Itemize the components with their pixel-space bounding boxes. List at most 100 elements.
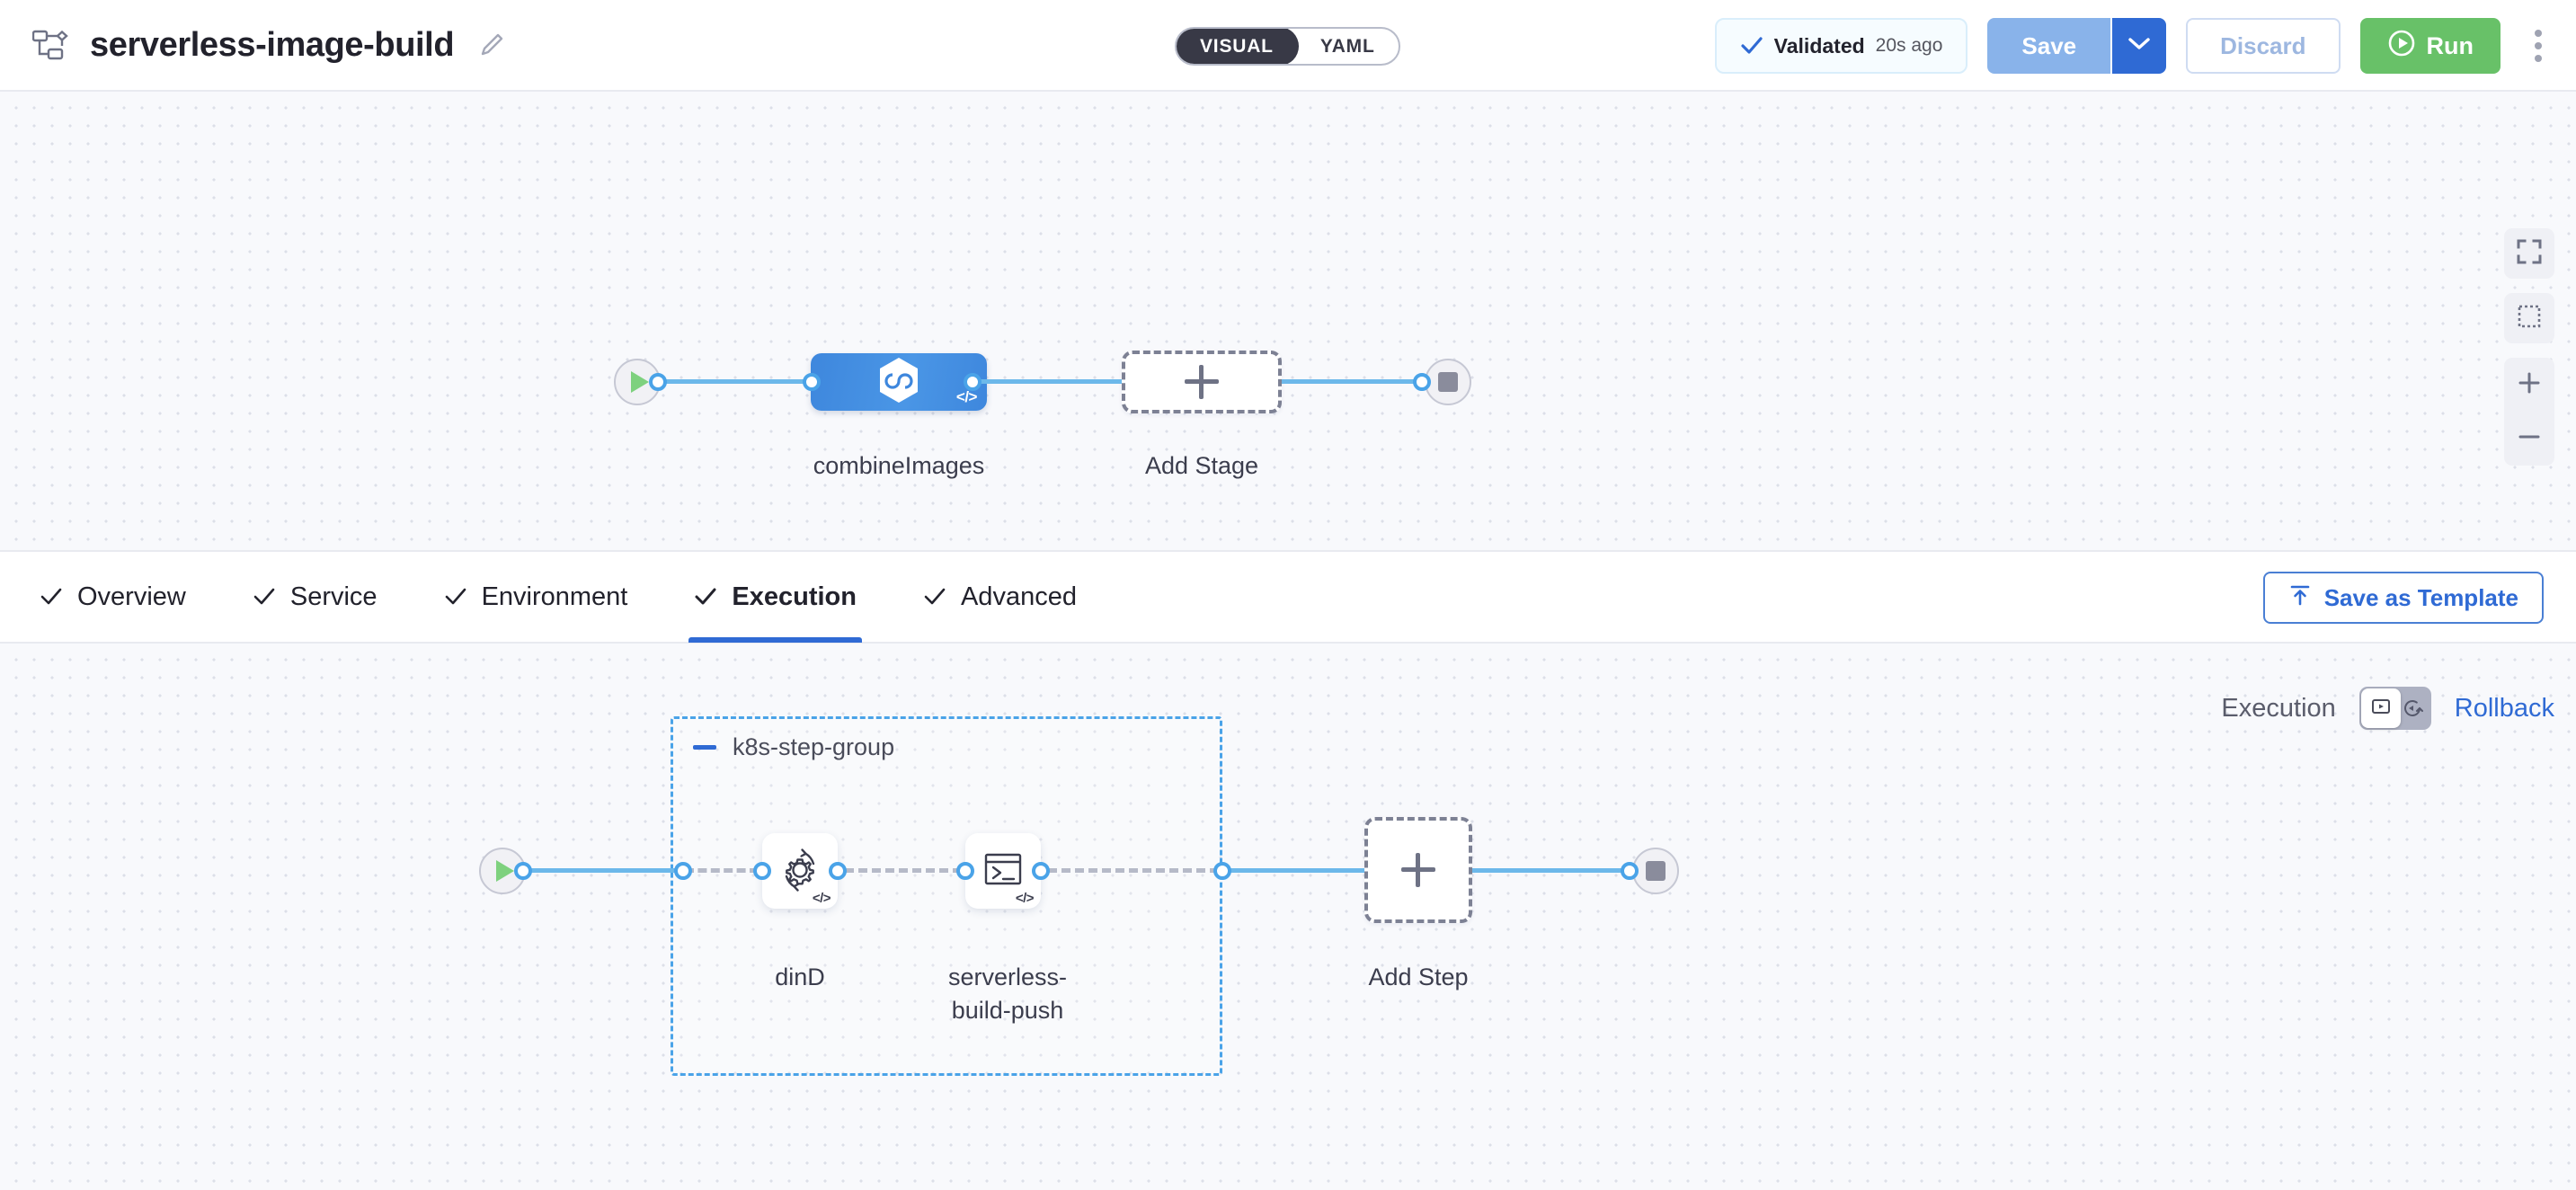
selection-mode-button[interactable]: [2504, 293, 2554, 343]
gear-rotate-icon: [775, 844, 825, 899]
toggle-visual[interactable]: VISUAL: [1176, 29, 1299, 64]
stop-icon: [1438, 372, 1458, 392]
stage-graph-canvas[interactable]: </> combineImages Add Stage: [0, 92, 2576, 552]
harness-ci-hexagon-icon: [871, 352, 927, 413]
plus-icon: [1185, 365, 1219, 399]
serverless-in-port[interactable]: [956, 862, 974, 880]
dashed-square-icon: [2516, 303, 2543, 334]
pencil-icon[interactable]: [474, 31, 506, 59]
minus-icon[interactable]: [693, 745, 716, 750]
zoom-in-button[interactable]: [2504, 358, 2554, 412]
tab-label: Advanced: [960, 582, 1077, 611]
terminal-icon: [980, 846, 1026, 897]
execution-link-2: [1225, 868, 1364, 873]
save-dropdown-button[interactable]: [2110, 18, 2167, 74]
zoom-controls: [2504, 358, 2554, 466]
run-label: Run: [2426, 31, 2474, 59]
check-icon: [253, 585, 276, 608]
add-stage-label: Add Stage: [1144, 452, 1259, 479]
serverless-out-port[interactable]: [1032, 862, 1050, 880]
execution-end-node[interactable]: [1632, 848, 1679, 894]
validated-label: Validated: [1773, 33, 1865, 58]
tab-overview[interactable]: Overview: [40, 551, 186, 643]
tab-advanced[interactable]: Advanced: [923, 551, 1077, 643]
code-badge: </>: [955, 388, 978, 405]
toggle-yaml[interactable]: YAML: [1319, 35, 1375, 57]
chevron-down-icon: [2127, 37, 2151, 56]
step-node-serverless-build-push[interactable]: </>: [965, 833, 1041, 909]
add-stage-button[interactable]: [1122, 351, 1282, 413]
tab-label: Service: [289, 582, 378, 611]
check-icon: [40, 585, 63, 608]
header-actions: Validated 20s ago Save Discard: [1714, 0, 2556, 92]
stage-node-in-port[interactable]: [803, 373, 821, 391]
save-as-template-button[interactable]: Save as Template: [2262, 572, 2544, 624]
header-left-group: serverless-image-build: [0, 26, 506, 65]
execution-mode-label[interactable]: Execution: [2221, 693, 2336, 723]
step-node-dind[interactable]: </>: [762, 833, 838, 909]
kebab-dot: [2535, 55, 2542, 62]
execution-link-3: [1472, 868, 1629, 873]
execution-end-port[interactable]: [1621, 862, 1639, 880]
execution-start-port[interactable]: [514, 862, 532, 880]
dind-out-port[interactable]: [829, 862, 847, 880]
dind-in-port[interactable]: [753, 862, 771, 880]
step-label-serverless-build-push: serverless-build-push: [947, 964, 1068, 1025]
save-button-group: Save: [1987, 18, 2167, 74]
check-icon: [444, 585, 467, 608]
execution-dashed-link-3: [1048, 868, 1219, 873]
rollback-icon[interactable]: [2402, 697, 2423, 724]
step-group-exit-port[interactable]: [1213, 862, 1231, 880]
discard-button[interactable]: Discard: [2186, 18, 2341, 74]
execution-dashed-link-2: [845, 868, 962, 873]
validated-timestamp: 20s ago: [1875, 35, 1943, 56]
tab-environment[interactable]: Environment: [444, 551, 628, 643]
kebab-dot: [2535, 42, 2542, 49]
stage-node-out-port[interactable]: [964, 373, 982, 391]
execution-rollback-switch[interactable]: [2358, 687, 2431, 730]
code-badge: </>: [1015, 891, 1035, 906]
stage-start-port[interactable]: [649, 373, 667, 391]
switch-knob-execution[interactable]: [2360, 688, 2401, 728]
tab-service[interactable]: Service: [253, 551, 378, 643]
step-group-entry-port[interactable]: [674, 862, 692, 880]
play-circle-icon: [2387, 29, 2416, 64]
check-icon: [923, 585, 946, 608]
tab-execution[interactable]: Execution: [688, 551, 862, 643]
tab-label: Environment: [481, 582, 628, 611]
stage-link-3: [1282, 379, 1421, 384]
stop-icon: [1646, 861, 1666, 881]
step-group-header: k8s-step-group: [693, 733, 894, 761]
play-icon: [630, 371, 649, 393]
fit-to-screen-button[interactable]: [2504, 228, 2554, 279]
add-step-button[interactable]: [1364, 817, 1472, 923]
pipeline-flow-icon: [32, 28, 70, 62]
check-icon: [694, 585, 717, 608]
execution-graph-canvas[interactable]: Execution: [0, 644, 2576, 1190]
status-badge-validated: Validated 20s ago: [1714, 18, 1968, 74]
code-badge: </>: [812, 891, 831, 906]
step-group-title: k8s-step-group: [733, 733, 895, 760]
check-icon: [1740, 34, 1763, 58]
execution-play-box-icon: [2370, 696, 2392, 722]
kebab-menu-icon[interactable]: [2520, 18, 2556, 74]
plus-icon: [1401, 853, 1435, 887]
canvas-controls: [2504, 228, 2554, 466]
save-button[interactable]: Save: [1987, 18, 2111, 74]
play-icon: [495, 860, 514, 882]
kebab-dot: [2535, 30, 2542, 37]
stage-end-port[interactable]: [1413, 373, 1431, 391]
run-button[interactable]: Run: [2359, 18, 2500, 74]
stage-node-combineimages[interactable]: </>: [811, 353, 987, 411]
zoom-out-button[interactable]: [2504, 412, 2554, 466]
rollback-mode-label[interactable]: Rollback: [2454, 693, 2554, 723]
execution-link-1: [526, 868, 681, 873]
stage-label-combineimages: combineImages: [813, 452, 985, 479]
save-as-template-label: Save as Template: [2323, 583, 2518, 611]
step-label-dind: dinD: [775, 964, 825, 990]
execution-rollback-toggle-row: Execution: [2221, 687, 2554, 730]
expand-icon: [2516, 238, 2543, 270]
view-mode-toggle[interactable]: VISUAL YAML: [1175, 27, 1400, 66]
stage-end-node[interactable]: [1425, 359, 1471, 405]
